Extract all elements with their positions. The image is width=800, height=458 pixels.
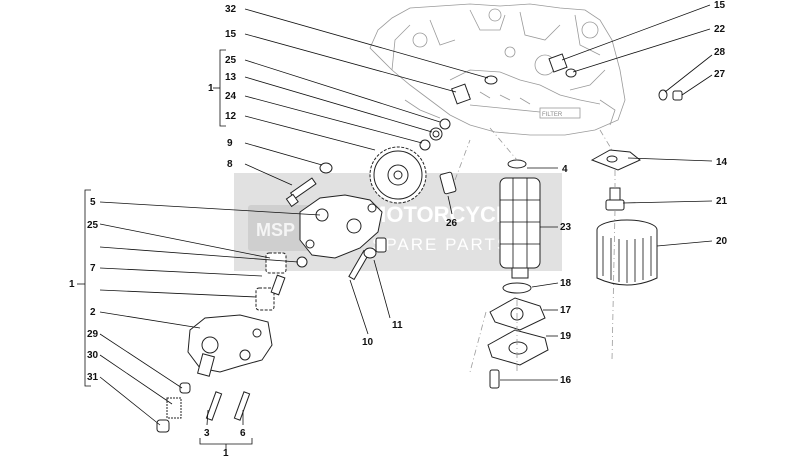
group-bracket-top xyxy=(213,49,226,127)
filter-label: FILTER xyxy=(542,112,563,118)
pump-gear-25 xyxy=(265,252,287,274)
callout-3: 3 xyxy=(204,428,210,439)
callout-11: 11 xyxy=(392,320,403,331)
screw-8 xyxy=(285,177,317,208)
screw-16 xyxy=(489,369,500,389)
callout-2: 2 xyxy=(90,307,96,318)
bush-26 xyxy=(439,171,457,195)
circlip-4 xyxy=(507,159,527,169)
drive-gear-7 xyxy=(255,274,286,311)
washer-25-top xyxy=(439,118,451,130)
relief-valve-29 xyxy=(179,382,191,394)
callout-18: 18 xyxy=(560,278,572,289)
bush-11 xyxy=(363,237,387,259)
pump-body-2 xyxy=(187,314,273,377)
o-ring-22 xyxy=(565,68,577,78)
watermark-line1: MOTORCYCLE xyxy=(368,202,524,227)
callout-14: 14 xyxy=(716,157,728,168)
callout-6: 6 xyxy=(240,428,246,439)
callout-26: 26 xyxy=(446,218,458,229)
o-ring-18 xyxy=(502,282,532,294)
callout-7: 7 xyxy=(90,263,96,274)
engine-crankcase: FILTER xyxy=(369,3,626,136)
group-label-bottom: 1 xyxy=(223,448,229,458)
callout-28: 28 xyxy=(714,47,726,58)
callout-20: 20 xyxy=(716,236,728,247)
callout-13: 13 xyxy=(225,72,237,83)
bush-15-right xyxy=(548,53,568,73)
callout-29: 29 xyxy=(87,329,99,340)
assembly-centerlines xyxy=(454,127,616,373)
callout-27: 27 xyxy=(714,69,726,80)
watermark-badge: MSP xyxy=(256,220,295,240)
callout-5: 5 xyxy=(90,197,96,208)
callout-15-left: 15 xyxy=(225,29,237,40)
callout-24: 24 xyxy=(225,91,237,102)
callout-25-left: 25 xyxy=(87,220,99,231)
callout-10: 10 xyxy=(362,337,374,348)
callout-8: 8 xyxy=(227,159,233,170)
callout-16: 16 xyxy=(560,375,572,386)
washer-28 xyxy=(658,89,668,101)
plug-27 xyxy=(672,90,683,101)
group-label-left: 1 xyxy=(69,279,75,290)
group-bracket-bottom xyxy=(199,438,253,450)
oil-pump-gear-12 xyxy=(369,146,427,204)
callout-9: 9 xyxy=(227,138,233,149)
o-ring-32 xyxy=(484,75,498,85)
dowel-ring xyxy=(296,256,308,268)
mesh-filter-23 xyxy=(499,177,541,279)
group-bracket-left xyxy=(77,189,91,387)
callout-15-right: 15 xyxy=(714,0,726,11)
callout-32: 32 xyxy=(225,4,237,15)
callout-17: 17 xyxy=(560,305,572,316)
callout-23: 23 xyxy=(560,222,572,233)
spring-30 xyxy=(166,397,182,419)
screw-6 xyxy=(233,391,251,421)
gasket-17 xyxy=(489,297,546,331)
bush-15-upper xyxy=(451,83,471,105)
oil-filter-20 xyxy=(596,219,658,286)
screw-3 xyxy=(205,391,223,421)
nipple-21 xyxy=(605,187,625,211)
pump-cover-5 xyxy=(299,194,383,259)
plug-31 xyxy=(156,419,170,433)
washer-9 xyxy=(319,162,333,174)
washer-13 xyxy=(429,127,443,141)
watermark-line2: SPARE PARTS xyxy=(372,235,510,254)
callout-25-top: 25 xyxy=(225,55,237,66)
group-label-top: 1 xyxy=(208,83,214,94)
callout-30: 30 xyxy=(87,350,99,361)
callout-31: 31 xyxy=(87,372,99,383)
filter-cover-19 xyxy=(487,329,549,366)
callout-22: 22 xyxy=(714,24,726,35)
callout-4: 4 xyxy=(562,164,568,175)
washer-24 xyxy=(419,139,431,151)
callout-labels: 32 15 15 22 28 27 25 13 24 12 1 9 8 4 14… xyxy=(69,0,728,458)
callout-21: 21 xyxy=(716,196,728,207)
callout-12: 12 xyxy=(225,111,237,122)
leader-lines xyxy=(99,4,713,426)
callout-19: 19 xyxy=(560,331,572,342)
bracket-14 xyxy=(590,149,641,171)
